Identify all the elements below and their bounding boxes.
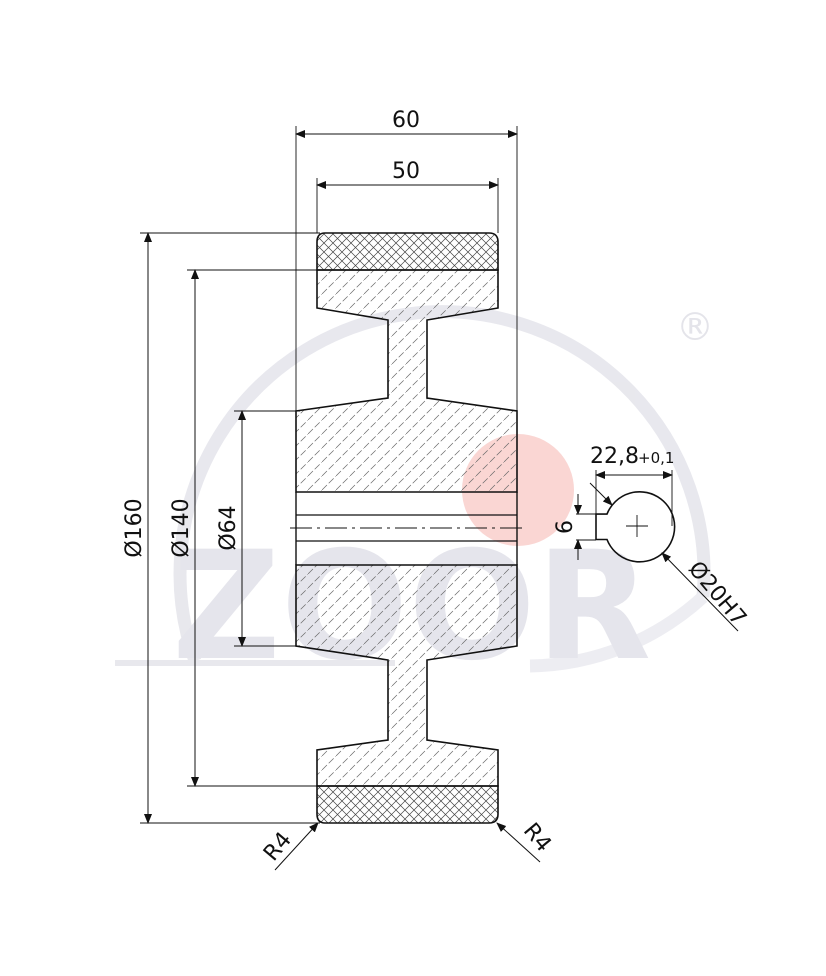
dimension-dia-160: Ø160	[122, 232, 320, 824]
dim-radius-left: R4	[259, 828, 297, 867]
registered-mark: ®	[676, 305, 714, 349]
upper-tread	[316, 232, 499, 271]
dim-radius-right: R4	[518, 819, 556, 858]
upper-hub-section	[295, 269, 518, 493]
dim-bore: Ø20H7	[683, 557, 751, 631]
dimension-50: 50	[316, 159, 499, 233]
dim-diameter-hub: Ø64	[216, 505, 241, 550]
dim-width-tread: 50	[392, 159, 420, 184]
dimension-radius-right: R4	[496, 819, 556, 863]
dim-diameter-rim: Ø140	[169, 498, 194, 557]
dimension-dia-140: Ø140	[169, 269, 320, 787]
dim-width-overall: 60	[392, 108, 420, 133]
bore-with-keyway	[595, 491, 676, 563]
dim-keyway-width: 22,8	[590, 444, 639, 469]
dim-keyway-tolerance: +0,1	[638, 449, 674, 467]
dim-key-depth: 6	[553, 520, 578, 534]
dimension-60: 60	[295, 108, 518, 411]
lower-tread	[316, 785, 499, 824]
dimension-radius-left: R4	[259, 822, 319, 871]
dimension-dia-64: Ø64	[216, 410, 300, 647]
wheel-section	[290, 232, 525, 824]
dim-diameter-outer: Ø160	[122, 498, 147, 557]
